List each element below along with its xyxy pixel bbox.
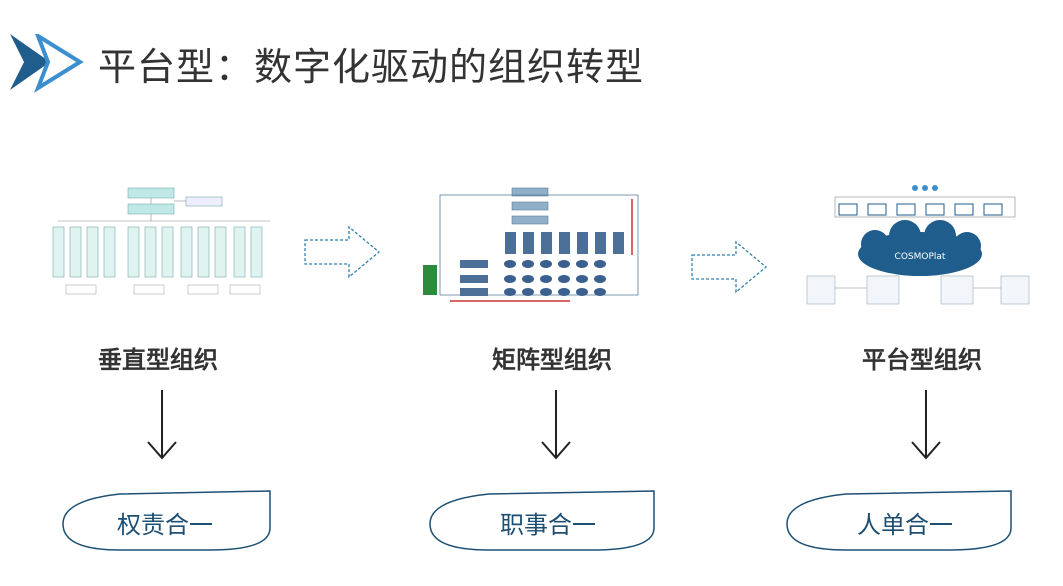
down-arrow-icon — [911, 390, 941, 460]
result-label-vertical: 权责合一 — [117, 511, 213, 539]
page-title: 平台型：数字化驱动的组织转型 — [98, 45, 645, 89]
down-arrow-icon — [147, 390, 177, 460]
dashed-right-arrow-icon — [691, 240, 768, 294]
result-oval-shape — [429, 490, 655, 551]
platform-org-chart-thumbnail: COSMOPlat — [806, 185, 1030, 305]
stage-label-platform: 平台型组织 — [862, 346, 982, 374]
result-oval-shape — [62, 490, 271, 551]
chevron-logo-icon — [10, 34, 84, 93]
stage-label-vertical: 垂直型组织 — [98, 346, 218, 374]
dashed-right-arrow-icon — [304, 225, 381, 279]
cosmoplat-label: COSMOPlat — [895, 252, 946, 262]
result-oval-shape — [786, 490, 1012, 551]
vertical-org-chart-thumbnail — [52, 187, 270, 295]
result-label-platform: 人单合一 — [857, 511, 953, 539]
stage-label-matrix: 矩阵型组织 — [492, 346, 612, 374]
result-label-matrix: 职事合一 — [500, 511, 596, 539]
down-arrow-icon — [541, 390, 571, 460]
matrix-org-chart-thumbnail — [423, 187, 639, 302]
